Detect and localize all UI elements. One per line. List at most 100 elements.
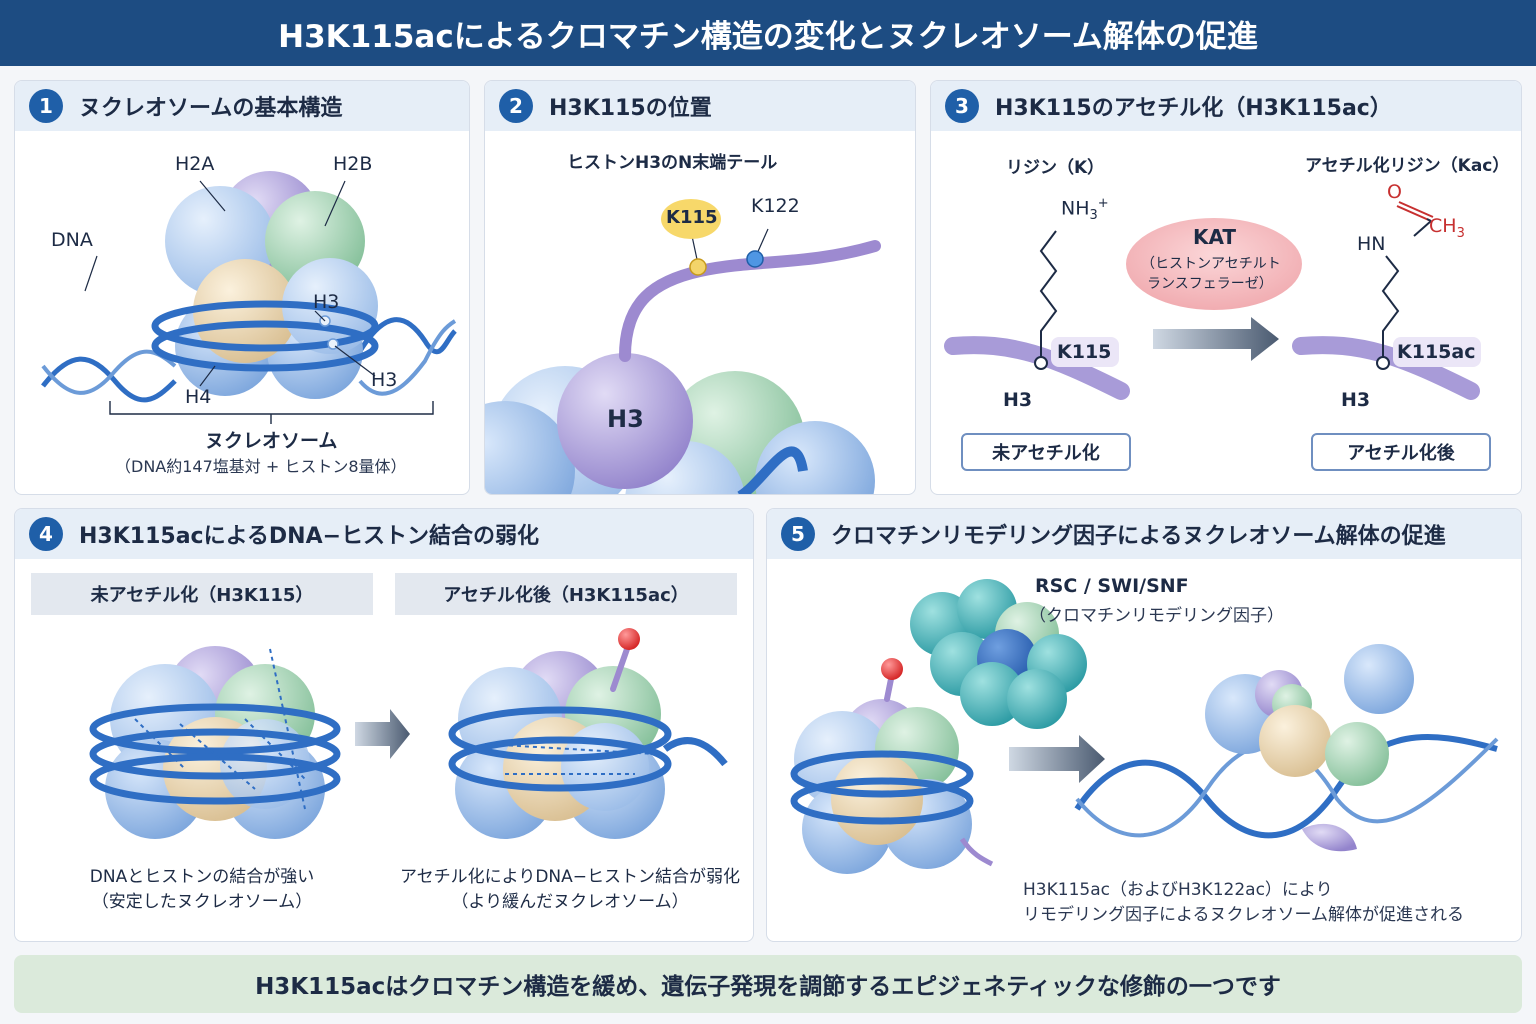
h3-tail-illustration [485,199,881,494]
summary-text: H3K115acはクロマチン構造を緩め、遺伝子発現を調節するエピジェネティックな… [255,974,1281,1000]
released-dna [1074,734,1498,839]
panel-nucleosome-structure: 1 ヌクレオソームの基本構造 H2A H2B DNA H3 H3 H4 ヌク [14,80,470,495]
h3-tail-left [944,336,1130,400]
histone-h3-ball [557,353,693,489]
acetyl-lysine-chain [1381,255,1400,359]
leader-line [314,310,326,322]
leader-line [84,255,98,292]
histone-ball [485,401,575,494]
k115ac-site [1376,356,1390,370]
tight-caption-line2: （安定したヌクレオソーム） [91,892,313,912]
panel-title: H3K115のアセチル化（H3K115ac） [995,96,1392,121]
remodeler-name: RSC / SWI/SNF [1035,575,1189,597]
tight-nucleosome [89,646,341,839]
label-h3-bottom: H3 [371,369,398,391]
dna-wrap [737,446,808,494]
nh3-label: NH3+ [1061,196,1109,223]
remodel-caption-line2: リモデリング因子によるヌクレオソーム解体が促進される [1023,905,1464,925]
k115-site-marker [689,258,707,276]
panel-header: 3 H3K115のアセチル化（H3K115ac） [931,81,1521,131]
loose-caption-line2: （より緩んだヌクレオソーム） [451,892,689,912]
disassembling-histones [1205,644,1414,852]
panel-title: クロマチンリモデリング因子によるヌクレオソーム解体の促進 [831,524,1446,549]
label-h2b: H2B [333,153,373,175]
dna-strand [41,356,177,403]
kat-title: KAT [1193,225,1237,249]
label-h4: H4 [185,386,212,408]
reaction-arrow [1153,317,1279,361]
panel-h3k115-position: 2 H3K115の位置 ヒストンH3のN末端テール K115 K122 H3 [484,80,916,495]
kat-enzyme [1126,218,1302,310]
tight-caption-line1: DNAとヒストンの結合が強い [89,867,315,887]
amide-bond [1413,220,1432,237]
dna-wrap [151,320,379,372]
k115-badge [661,199,721,239]
panel-dna-histone-weakening: 4 H3K115acによるDNA−ヒストン結合の弱化 未アセチル化（H3K115… [14,508,754,942]
k115-label: K115 [666,207,718,228]
panel-title: ヌクレオソームの基本構造 [79,96,343,121]
unacetylated-header: 未アセチル化（H3K115） [31,573,373,615]
nucleosome-bracket [109,401,434,424]
step-number: 2 [499,89,533,123]
leader-line [199,180,226,212]
summary-footer: H3K115acはクロマチン構造を緩め、遺伝子発現を調節するエピジェネティックな… [14,955,1522,1013]
h3-label-right: H3 [1341,389,1371,411]
oxygen-label: O [1387,181,1402,203]
dna-strand [357,317,457,355]
panel-header: 4 H3K115acによるDNA−ヒストン結合の弱化 [15,509,753,559]
acetylation-reaction [944,201,1481,400]
k115-pill [1051,337,1119,367]
panel-header: 5 クロマチンリモデリング因子によるヌクレオソーム解体の促進 [767,509,1521,559]
label-h2a: H2A [175,153,215,175]
k122-label: K122 [751,195,800,217]
panel-header: 2 H3K115の位置 [485,81,915,131]
tag-acetylated: アセチル化後 [1311,433,1491,471]
ch3-text: CH [1429,215,1457,237]
panel-header: 1 ヌクレオソームの基本構造 [15,81,469,131]
k122-site-marker [746,250,764,268]
nh3-text: NH [1061,197,1090,220]
label-dna: DNA [51,229,93,251]
acetyl-lysine-label: アセチル化リジン（Kac） [1305,156,1510,176]
kat-desc-line2: ランスフェラーゼ） [1147,276,1273,292]
nucleosome-comparison [89,628,728,839]
h3-label: H3 [607,405,644,433]
histone-ball [755,421,875,494]
kat-desc-line1: （ヒストンアセチルト [1141,256,1281,272]
nh3-superscript: + [1097,196,1109,211]
tight-caption: DNAとヒストンの結合が強い （安定したヌクレオソーム） [31,865,373,915]
methyl-bond [1426,218,1432,222]
page-title: H3K115acによるクロマチン構造の変化とヌクレオソーム解体の促進 [278,18,1258,55]
k115-site [1034,356,1048,370]
ch3-label: CH3 [1429,215,1465,241]
page-header: H3K115acによるクロマチン構造の変化とヌクレオソーム解体の促進 [0,0,1536,66]
transition-arrow [355,709,410,759]
label-h3-top: H3 [313,291,340,313]
lysine-chain [1039,230,1058,359]
step-number: 3 [945,89,979,123]
step-number: 1 [29,89,63,123]
carbonyl-bond [1396,205,1432,222]
nh3-subscript: 3 [1089,208,1098,224]
nucleosome-illustration [41,171,457,424]
remodeling-illustration [790,579,1499,874]
step-number: 5 [781,517,815,551]
panel-h3k115-acetylation: 3 H3K115のアセチル化（H3K115ac） リジン（K） アセチル化リジン… [930,80,1522,495]
loose-nucleosome [448,628,728,839]
ch3-subscript: 3 [1456,225,1465,241]
h3-label-left: H3 [1003,389,1033,411]
tail-label: ヒストンH3のN末端テール [567,153,778,173]
step-number: 4 [29,517,63,551]
disassembly-arrow [1009,735,1105,783]
k115ac-label: K115ac [1397,341,1476,363]
nucleosome-caption-title: ヌクレオソーム [205,430,338,452]
tag-unacetylated: 未アセチル化 [961,433,1131,471]
k115ac-pill [1393,337,1481,367]
remodeler-complex [910,579,1087,729]
dna-wrap [151,300,379,352]
leader-line [334,345,376,377]
remodeler-sub: （クロマチンリモデリング因子） [1029,606,1284,626]
loose-caption-line1: アセチル化によりDNA−ヒストン結合が弱化 [400,867,740,887]
k115-label: K115 [1057,341,1112,363]
acetylated-header: アセチル化後（H3K115ac） [395,573,737,615]
